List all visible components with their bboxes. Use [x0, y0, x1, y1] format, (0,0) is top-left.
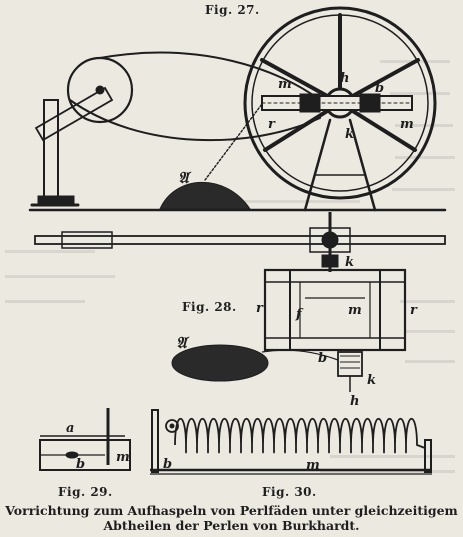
label-k-fig28-bottom: k	[367, 373, 376, 388]
label-a-fig29: a	[66, 421, 74, 436]
caption-line-2: Abtheilen der Perlen von Burkhardt.	[103, 518, 360, 533]
label-m-fig29: m	[116, 450, 130, 465]
fig30-coil	[174, 418, 426, 454]
fig28-frame	[263, 268, 407, 352]
fig27-label: Fig. 27.	[205, 3, 260, 17]
label-b-fig27: b	[375, 81, 384, 96]
label-r-right-fig28: r	[410, 303, 418, 318]
label-k-fig28-top: k	[345, 255, 354, 270]
label-r-left-fig27: r	[268, 117, 276, 132]
label-r-left-fig28: r	[256, 301, 264, 316]
label-A-fig28: 𝔄	[176, 333, 190, 352]
fig30-label: Fig. 30.	[262, 485, 317, 499]
label-h-fig27: h	[340, 71, 349, 86]
label-f-fig28: f	[295, 307, 304, 322]
label-m-fig27: m	[278, 77, 292, 92]
label-m-right-fig27: m	[400, 117, 414, 132]
fig28-bead-pile	[171, 344, 269, 382]
caption-line-1: Vorrichtung zum Aufhaspeln von Perlfäden…	[5, 503, 458, 518]
label-m-fig28: m	[348, 303, 362, 318]
label-A-fig27: 𝔄	[178, 168, 192, 187]
label-k-fig27: k	[345, 127, 354, 142]
fig28-label: Fig. 28.	[182, 300, 237, 314]
bead-pile	[159, 181, 251, 210]
label-b-fig30: b	[163, 457, 172, 472]
fig29-label: Fig. 29.	[58, 485, 113, 499]
label-b-fig29: b	[76, 457, 85, 472]
label-m-fig30: m	[306, 458, 320, 473]
large-wheel-outer	[243, 6, 437, 200]
drive-belt	[99, 51, 321, 101]
label-b-fig28: b	[318, 351, 327, 366]
label-h-fig28: h	[350, 394, 359, 409]
